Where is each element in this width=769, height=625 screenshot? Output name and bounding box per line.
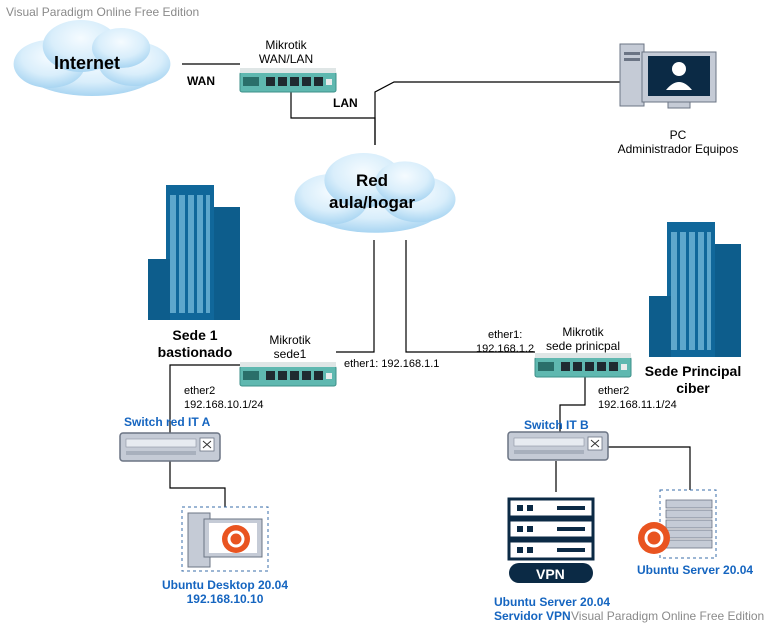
router-site1-label-1: Mikrotik [269, 333, 311, 347]
pc-icon [619, 43, 717, 109]
vpn-server-label-2: Servidor VPN [494, 609, 571, 623]
site1-name-1: Sede 1 [172, 327, 218, 343]
site2-ether2-1: ether2 [598, 385, 630, 397]
switch-b-label: Switch IT B [524, 418, 589, 432]
switch-a-label: Switch red IT A [124, 415, 211, 429]
building-site1-windows [170, 195, 210, 313]
ubuntu-desktop-label-2: 192.168.10.10 [186, 592, 264, 606]
lan-label: LAN [333, 96, 358, 110]
watermark-bottom: Visual Paradigm Online Free Edition [571, 609, 765, 623]
switch-a [119, 432, 221, 462]
pc-label-1: PC [669, 128, 687, 142]
router-main-label-1: Mikrotik [265, 38, 307, 52]
connections [169, 63, 691, 507]
ubuntu-desktop-icon [181, 506, 269, 572]
router-site2-label-2: sede prinicpal [545, 339, 621, 353]
ubuntu-server-label: Ubuntu Server 20.04 [637, 563, 754, 577]
wan-label: WAN [187, 74, 215, 88]
router-site1 [239, 361, 337, 387]
vpn-server-icon [507, 497, 595, 583]
site1-ether2-1: ether2 [184, 385, 216, 397]
site2-ether2-2: 192.168.11.1/24 [598, 399, 677, 411]
site2-ether1-1: ether1: [488, 329, 523, 341]
site1-ether2-2: 192.168.10.1/24 [184, 399, 264, 411]
watermark-top: Visual Paradigm Online Free Edition [6, 5, 200, 19]
network-label-line2: aula/hogar [329, 193, 415, 212]
site1-ether1: ether1: 192.168.1.1 [344, 358, 440, 370]
internet-label: Internet [54, 53, 121, 73]
site2-name-2: ciber [676, 380, 710, 396]
router-site2 [534, 352, 632, 378]
ubuntu-server-icon [638, 489, 717, 559]
building-site2-windows [671, 232, 711, 350]
site1-name-2: bastionado [157, 344, 233, 360]
router-main-label-2: WAN/LAN [258, 52, 314, 66]
router-site1-label-2: sede1 [273, 347, 307, 361]
site2-ether1-2: 192.168.1.2 [476, 343, 535, 355]
router-site2-label-1: Mikrotik [562, 325, 604, 339]
site2-name-1: Sede Principal [644, 363, 742, 379]
ubuntu-desktop-label-1: Ubuntu Desktop 20.04 [161, 578, 289, 592]
vpn-badge-label: VPN [536, 566, 565, 582]
router-main [239, 67, 337, 93]
switch-b [507, 431, 609, 461]
vpn-server-label-1: Ubuntu Server 20.04 [494, 595, 611, 609]
network-label-line1: Red [355, 171, 389, 190]
pc-label-2: Administrador Equipos [617, 142, 739, 156]
